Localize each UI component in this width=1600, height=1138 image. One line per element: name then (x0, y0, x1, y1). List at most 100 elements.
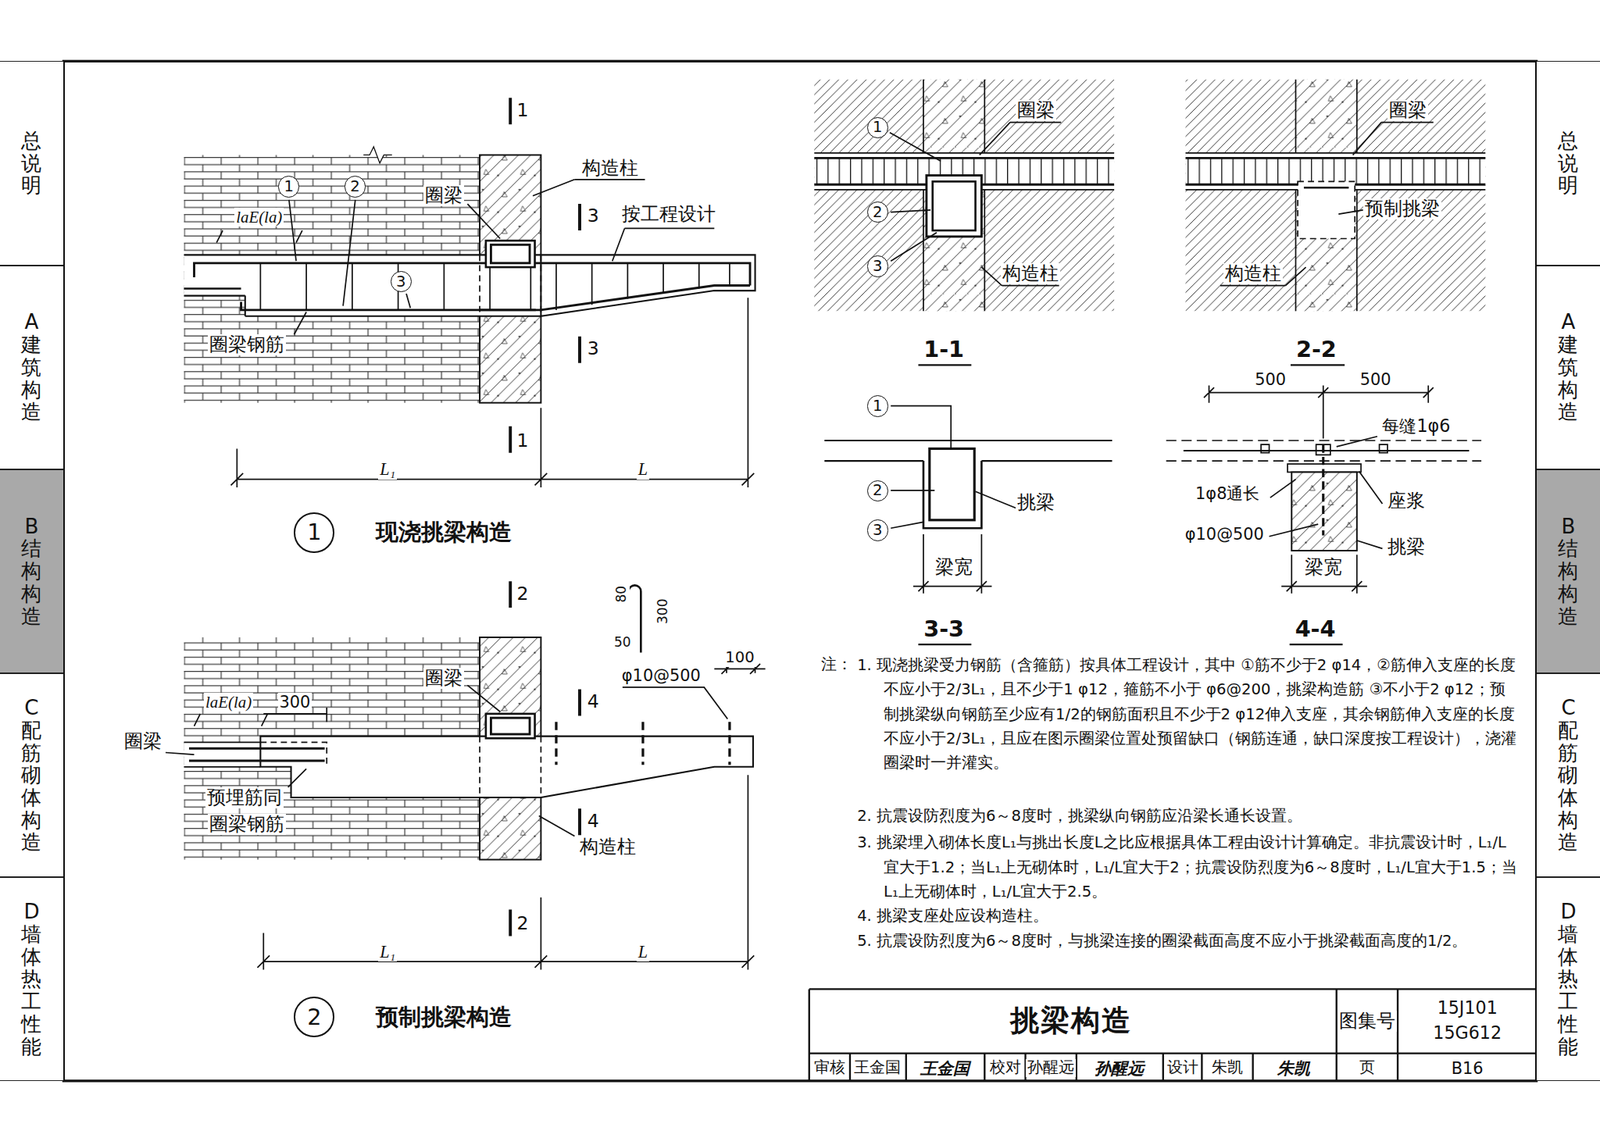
precast-beam-drawing (490, 717, 530, 735)
part-label: 座浆 (1385, 490, 1427, 512)
signature: 朱凯 (1275, 1059, 1312, 1079)
section-mark: 1 (515, 430, 531, 452)
title-block-cell: 校对 (988, 1059, 1023, 1078)
section-mark: 4 (585, 810, 601, 833)
dimension: L₁ (378, 942, 397, 963)
precast-beam-drawing (260, 736, 754, 798)
section-2-2 (1290, 364, 1345, 366)
section-mark: 2 (515, 583, 531, 605)
title-block-cell: 设计 (1165, 1059, 1200, 1078)
sheet-frame (63, 60, 1536, 1082)
section-2-2 (1296, 79, 1358, 311)
section-tab: D 墙体热工性能 (0, 877, 64, 1082)
section-2-2 (1185, 79, 1486, 366)
sheet-frame (63, 60, 1536, 1082)
section-mark: 3 (585, 205, 601, 227)
section-title: 3-3 (921, 616, 966, 643)
section-2-2 (1185, 157, 1486, 185)
detail-number: 2 (293, 996, 335, 1038)
dimension: 100 (723, 649, 756, 668)
section-2-2 (1297, 181, 1355, 239)
section-3-3 (890, 406, 951, 450)
dimension: 300 (278, 692, 313, 712)
dimension: 80 (614, 584, 630, 605)
precast-beam-drawing (165, 581, 766, 970)
title-block-cell: B16 (1450, 1059, 1486, 1079)
title-block-cell: 朱凯 (1210, 1059, 1245, 1078)
dimension: 梁宽 (933, 557, 975, 579)
part-label: 圈梁 (122, 731, 164, 753)
detail-number: 1 (293, 512, 335, 554)
section-2-2 (1185, 79, 1486, 311)
cast-beam-drawing (490, 244, 530, 264)
part-label: 圈梁钢筋 (207, 814, 286, 836)
callout-number: 2 (344, 175, 366, 197)
part-label: 按工程设计 (620, 203, 718, 225)
section-title: 2-2 (1294, 336, 1339, 363)
detail-caption: 现浇挑梁构造 (374, 519, 514, 546)
callout-number: 1 (867, 117, 889, 139)
section-4-4 (1269, 524, 1319, 537)
cast-beam-drawing (231, 297, 755, 488)
part-label: 构造柱 (580, 157, 640, 179)
tab-text: C 配筋砌体构造 (1557, 696, 1579, 854)
section-4-4 (1281, 554, 1368, 594)
cast-beam-drawing (467, 203, 500, 239)
dimension: 500 (1358, 370, 1393, 390)
section-1-1 (814, 79, 1115, 366)
cast-beam-drawing (510, 97, 580, 453)
part-label: 圈梁钢筋 (207, 334, 286, 356)
section-tab: 总说明 (0, 60, 64, 265)
part-label: 挑梁 (1015, 492, 1057, 514)
title-block-cell: 审核 (812, 1059, 847, 1078)
tab-text: B 结构构造 (21, 515, 42, 629)
dimension: 50 (612, 635, 633, 651)
part-label: 圈梁 (1387, 100, 1429, 122)
anchor-length: laE(la) (234, 207, 284, 227)
detail-caption: 预制挑梁构造 (374, 1004, 514, 1031)
section-mark: 4 (585, 691, 601, 713)
part-label: 构造柱 (1000, 263, 1061, 285)
precast-beam-drawing (622, 687, 728, 719)
precast-beam-drawing (485, 714, 536, 739)
signature: 王金国 (918, 1059, 972, 1079)
cast-beam-drawing (342, 200, 356, 307)
section-2-2 (1303, 186, 1349, 190)
precast-beam-drawing (189, 748, 325, 761)
cast-beam-drawing (260, 263, 730, 311)
note-text: 4. 挑梁支座处应设构造柱。 (857, 903, 1522, 929)
section-tab: A 建筑构造 (1536, 265, 1600, 470)
title-block-cell: 15G612 (1431, 1023, 1504, 1044)
callout-number: 3 (390, 271, 412, 293)
precast-beam-drawing (556, 721, 730, 765)
dimension: L (636, 942, 650, 963)
note-heading: 注： (819, 656, 854, 675)
section-tab: D 墙体热工性能 (1536, 877, 1600, 1082)
cast-beam-drawing (612, 228, 715, 261)
title-block-cell: 图集号 (1337, 1010, 1397, 1033)
dimension: L₁ (378, 459, 397, 480)
precast-beam-drawing (183, 742, 261, 767)
section-4-4 (1358, 471, 1383, 504)
section-3-3 (824, 440, 1112, 461)
cast-beam-drawing (183, 97, 755, 488)
section-3-3 (917, 643, 972, 646)
cast-beam-drawing (289, 200, 297, 261)
section-tab: 总说明 (1536, 60, 1600, 265)
title-block-cell: 页 (1357, 1059, 1377, 1078)
section-tab: A 建筑构造 (0, 265, 64, 470)
section-2-2 (1185, 157, 1486, 185)
section-3-3 (890, 521, 924, 529)
section-mark: 1 (515, 100, 531, 122)
section-3-3 (890, 489, 935, 492)
part-label: 预制挑梁 (1363, 198, 1442, 220)
cast-beam-drawing (241, 301, 536, 310)
cast-beam-drawing (216, 230, 303, 243)
tab-text: C 配筋砌体构造 (21, 696, 42, 854)
section-tab: C 配筋砌体构造 (0, 673, 64, 878)
precast-beam-drawing (288, 768, 308, 788)
rebar-spec: 每缝1φ6 (1380, 416, 1452, 437)
precast-beam-drawing (257, 775, 754, 970)
part-label: 圈梁 (423, 185, 465, 207)
